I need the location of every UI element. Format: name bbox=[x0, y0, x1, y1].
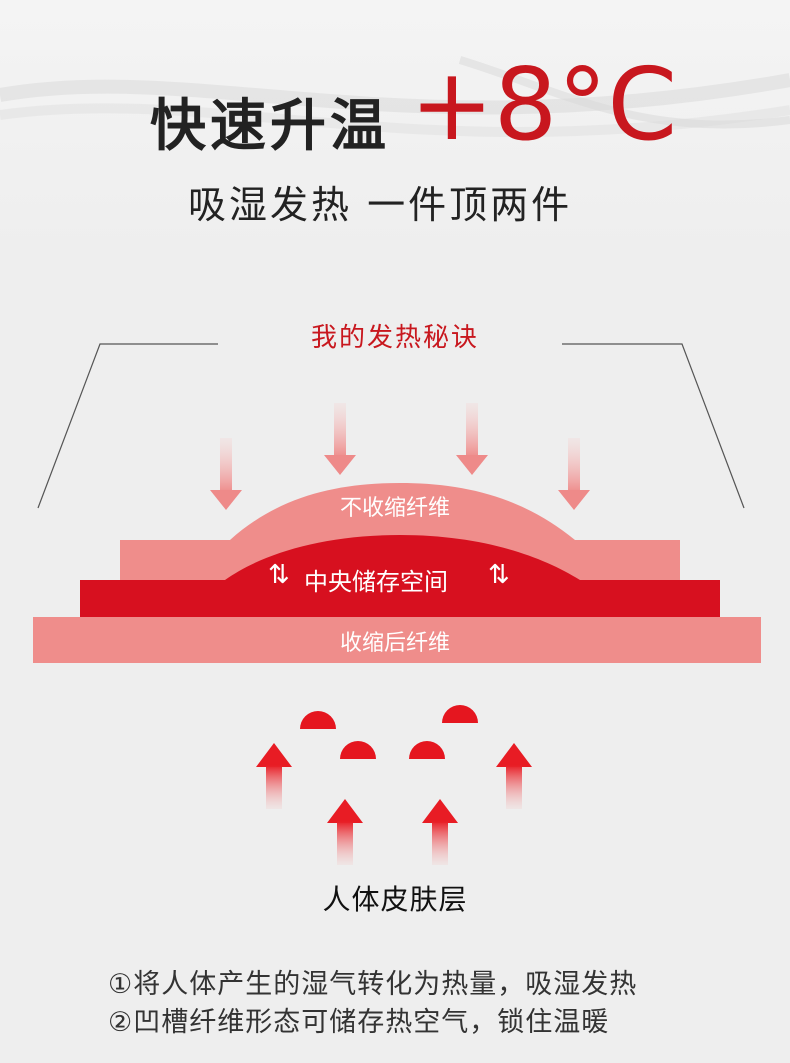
note-item: ②凹槽纤维形态可储存热空气，锁住温暖 bbox=[108, 1007, 610, 1038]
cycle-arrows-icon: ⇅ bbox=[488, 560, 510, 590]
down-arrow-icon bbox=[558, 438, 590, 510]
cycle-arrows-icon: ⇅ bbox=[268, 560, 290, 590]
up-arrow-icon bbox=[422, 799, 458, 865]
section-title: 我的发热秘诀 bbox=[310, 323, 479, 353]
middle-layer-label: 中央储存空间 bbox=[304, 568, 448, 596]
heat-bubble-icon bbox=[409, 741, 445, 759]
up-arrow-icon bbox=[496, 743, 532, 809]
temperature-value: +8°C bbox=[410, 46, 678, 163]
headline-title: 快速升温 bbox=[150, 94, 390, 159]
up-arrow-icon bbox=[327, 799, 363, 865]
down-arrow-icon bbox=[456, 403, 488, 475]
outer-fiber-layer bbox=[120, 483, 680, 580]
heat-bubble-icon bbox=[442, 705, 478, 723]
diagram-bracket-lines bbox=[37, 343, 745, 509]
bottom-layer-label: 收缩后纤维 bbox=[339, 631, 450, 656]
down-arrow-icon bbox=[210, 438, 242, 510]
heat-bubble-icon bbox=[340, 741, 376, 759]
middle-layer-label-group: ⇅ 中央储存空间 ⇅ bbox=[268, 560, 528, 596]
fabric-texture-background bbox=[0, 0, 790, 260]
down-arrow-icon bbox=[324, 403, 356, 475]
heat-bubble-icon bbox=[300, 711, 336, 729]
up-arrow-icon bbox=[256, 743, 292, 809]
skin-layer-label: 人体皮肤层 bbox=[322, 883, 468, 916]
fiber-layer-diagram bbox=[33, 403, 761, 663]
note-item: ①将人体产生的湿气转化为热量，吸湿发热 bbox=[108, 969, 638, 1000]
storage-layer bbox=[80, 535, 720, 617]
headline-subtitle: 吸湿发热 一件顶两件 bbox=[188, 183, 573, 227]
heat-rising-diagram bbox=[256, 705, 532, 865]
outer-layer-label: 不收缩纤维 bbox=[339, 496, 450, 521]
bottom-fiber-layer bbox=[33, 617, 761, 663]
